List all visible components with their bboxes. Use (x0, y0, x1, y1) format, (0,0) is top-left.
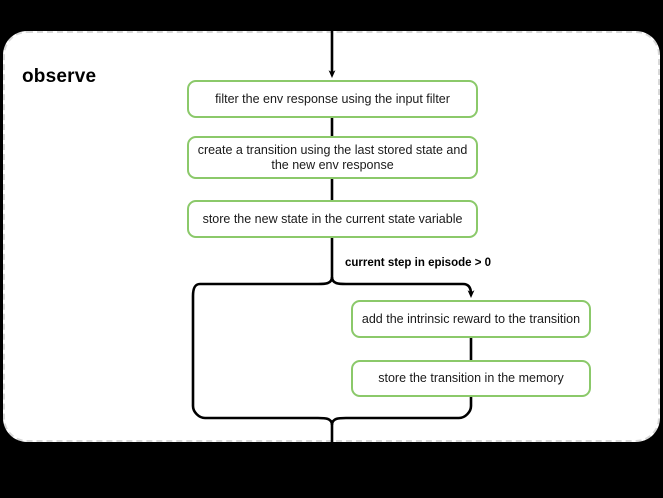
page-title: observe (22, 66, 97, 87)
edge-label-current-step-condition: current step in episode > 0 (345, 257, 492, 269)
node-add-intrinsic-reward[interactable]: add the intrinsic reward to the transiti… (351, 300, 591, 338)
node-create-transition[interactable]: create a transition using the last store… (187, 136, 478, 179)
node-filter-env-response[interactable]: filter the env response using the input … (187, 80, 478, 118)
node-store-transition[interactable]: store the transition in the memory (351, 360, 591, 397)
node-store-new-state[interactable]: store the new state in the current state… (187, 200, 478, 238)
